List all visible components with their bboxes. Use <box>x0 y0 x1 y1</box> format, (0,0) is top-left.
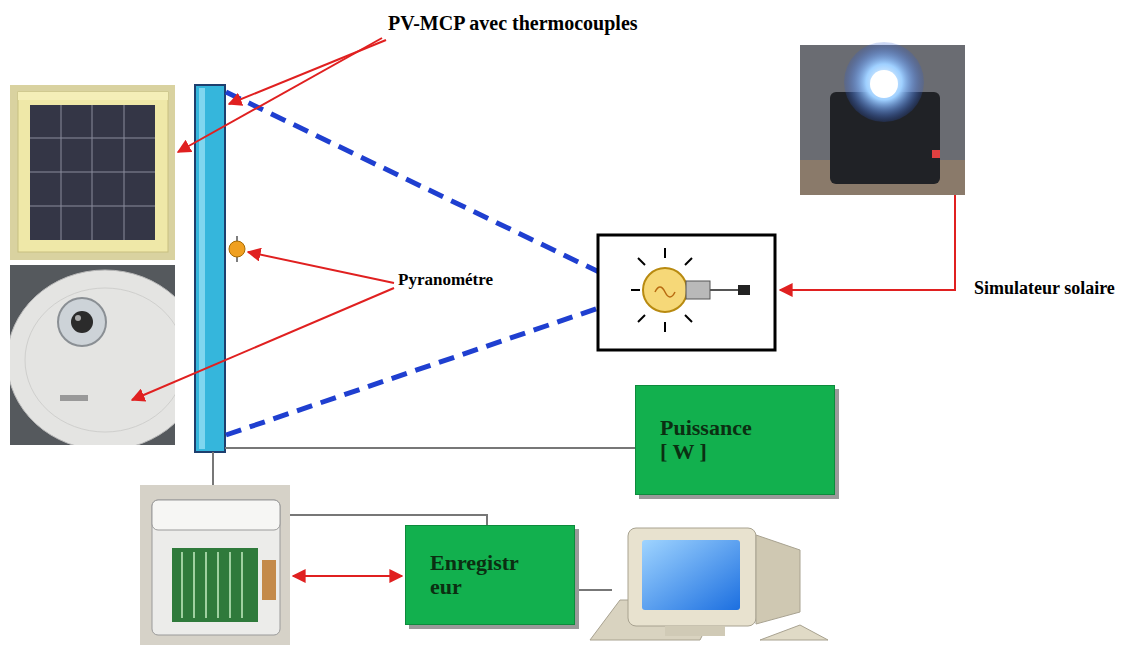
pyranometer-photo-part <box>60 395 88 401</box>
datalogger-photo-part-part <box>217 552 219 618</box>
datalogger-photo-part-part <box>193 552 195 618</box>
wire <box>575 589 612 591</box>
light-beam <box>226 298 628 435</box>
datalogger-photo-part-part <box>205 552 207 618</box>
callout-arrow <box>132 288 394 400</box>
simulator-photo-part <box>844 42 924 122</box>
green-box: Enregistr eur <box>405 525 575 625</box>
computer-icon-part <box>665 626 725 636</box>
pyranometer-photo-part <box>71 311 93 333</box>
datalogger-photo <box>140 485 290 645</box>
lamp-box-part <box>655 287 675 297</box>
lamp-box-part-part <box>664 322 666 332</box>
pyranometer-photo-part-part <box>10 270 175 445</box>
datalogger-photo-part-part <box>241 552 243 618</box>
box-text: Puissance [ W ] <box>660 416 760 464</box>
lamp-box-part-part <box>638 315 645 322</box>
lamp-box-part <box>686 281 710 299</box>
callout-label: PV-MCP avec thermocouples <box>386 12 640 35</box>
simulator-photo-part <box>870 70 898 98</box>
lamp-box-part-part <box>631 289 640 291</box>
callout-arrow <box>248 252 394 283</box>
computer-icon <box>590 528 828 640</box>
pyranometer-photo-part <box>75 315 81 321</box>
lamp-box-part <box>598 235 775 350</box>
callout-arrow <box>229 40 386 104</box>
green-box: Puissance [ W ] <box>635 385 835 495</box>
lamp-box-part <box>710 289 738 291</box>
simulator-photo-part <box>932 150 940 158</box>
panel-bar-highlight <box>199 88 205 449</box>
datalogger-photo-part <box>172 548 258 622</box>
pv-module-photo-part-part <box>61 105 62 240</box>
pv-module-photo-part <box>10 85 175 260</box>
datalogger-photo-part <box>262 560 276 600</box>
pv-module-photo-part <box>30 105 155 240</box>
datalogger-photo-part-part <box>181 552 183 618</box>
pv-module-photo-part-part <box>124 105 125 240</box>
pv-module-photo-part <box>18 92 168 100</box>
computer-icon-part <box>628 528 756 626</box>
lamp-box-part <box>631 248 692 332</box>
pyranometer-photo-part <box>10 270 175 445</box>
callout-label: Pyranométre <box>396 270 495 290</box>
pyranometer-photo-part <box>58 298 106 346</box>
callout-arrow <box>293 575 402 577</box>
pyranometer-photo-part-part <box>25 288 175 432</box>
datalogger-photo-part <box>182 552 242 618</box>
pv-module-photo <box>10 85 175 260</box>
pv-module-photo-part-part <box>92 105 93 240</box>
computer-icon-part <box>756 535 800 624</box>
light-beam <box>226 92 628 286</box>
lamp-box-part-part <box>685 258 692 265</box>
pyranometer-photo <box>7 265 203 450</box>
callout-arrow <box>780 195 955 290</box>
pv-module-photo-part <box>18 92 168 252</box>
wire <box>225 447 635 449</box>
lamp-box-part-part <box>685 315 692 322</box>
box-text: Enregistr eur <box>430 551 530 599</box>
lamp-box <box>598 235 775 350</box>
datalogger-photo-part <box>152 500 280 635</box>
computer-icon-part <box>760 625 828 640</box>
lamp-box-part-part <box>638 258 645 265</box>
simulator-photo <box>800 42 965 195</box>
pyranometer-dot <box>229 241 245 257</box>
datalogger-photo-part-part <box>229 552 231 618</box>
lamp-box-part <box>643 268 687 312</box>
datalogger-photo-part <box>152 500 280 530</box>
lamp-box-part <box>738 285 750 295</box>
computer-icon-part <box>642 540 740 610</box>
lamp-box-part-part <box>664 248 666 258</box>
datalogger-photo-part <box>140 485 290 645</box>
callout-label: Simulateur solaire <box>972 278 1117 299</box>
pv-module-photo-part <box>30 105 155 240</box>
